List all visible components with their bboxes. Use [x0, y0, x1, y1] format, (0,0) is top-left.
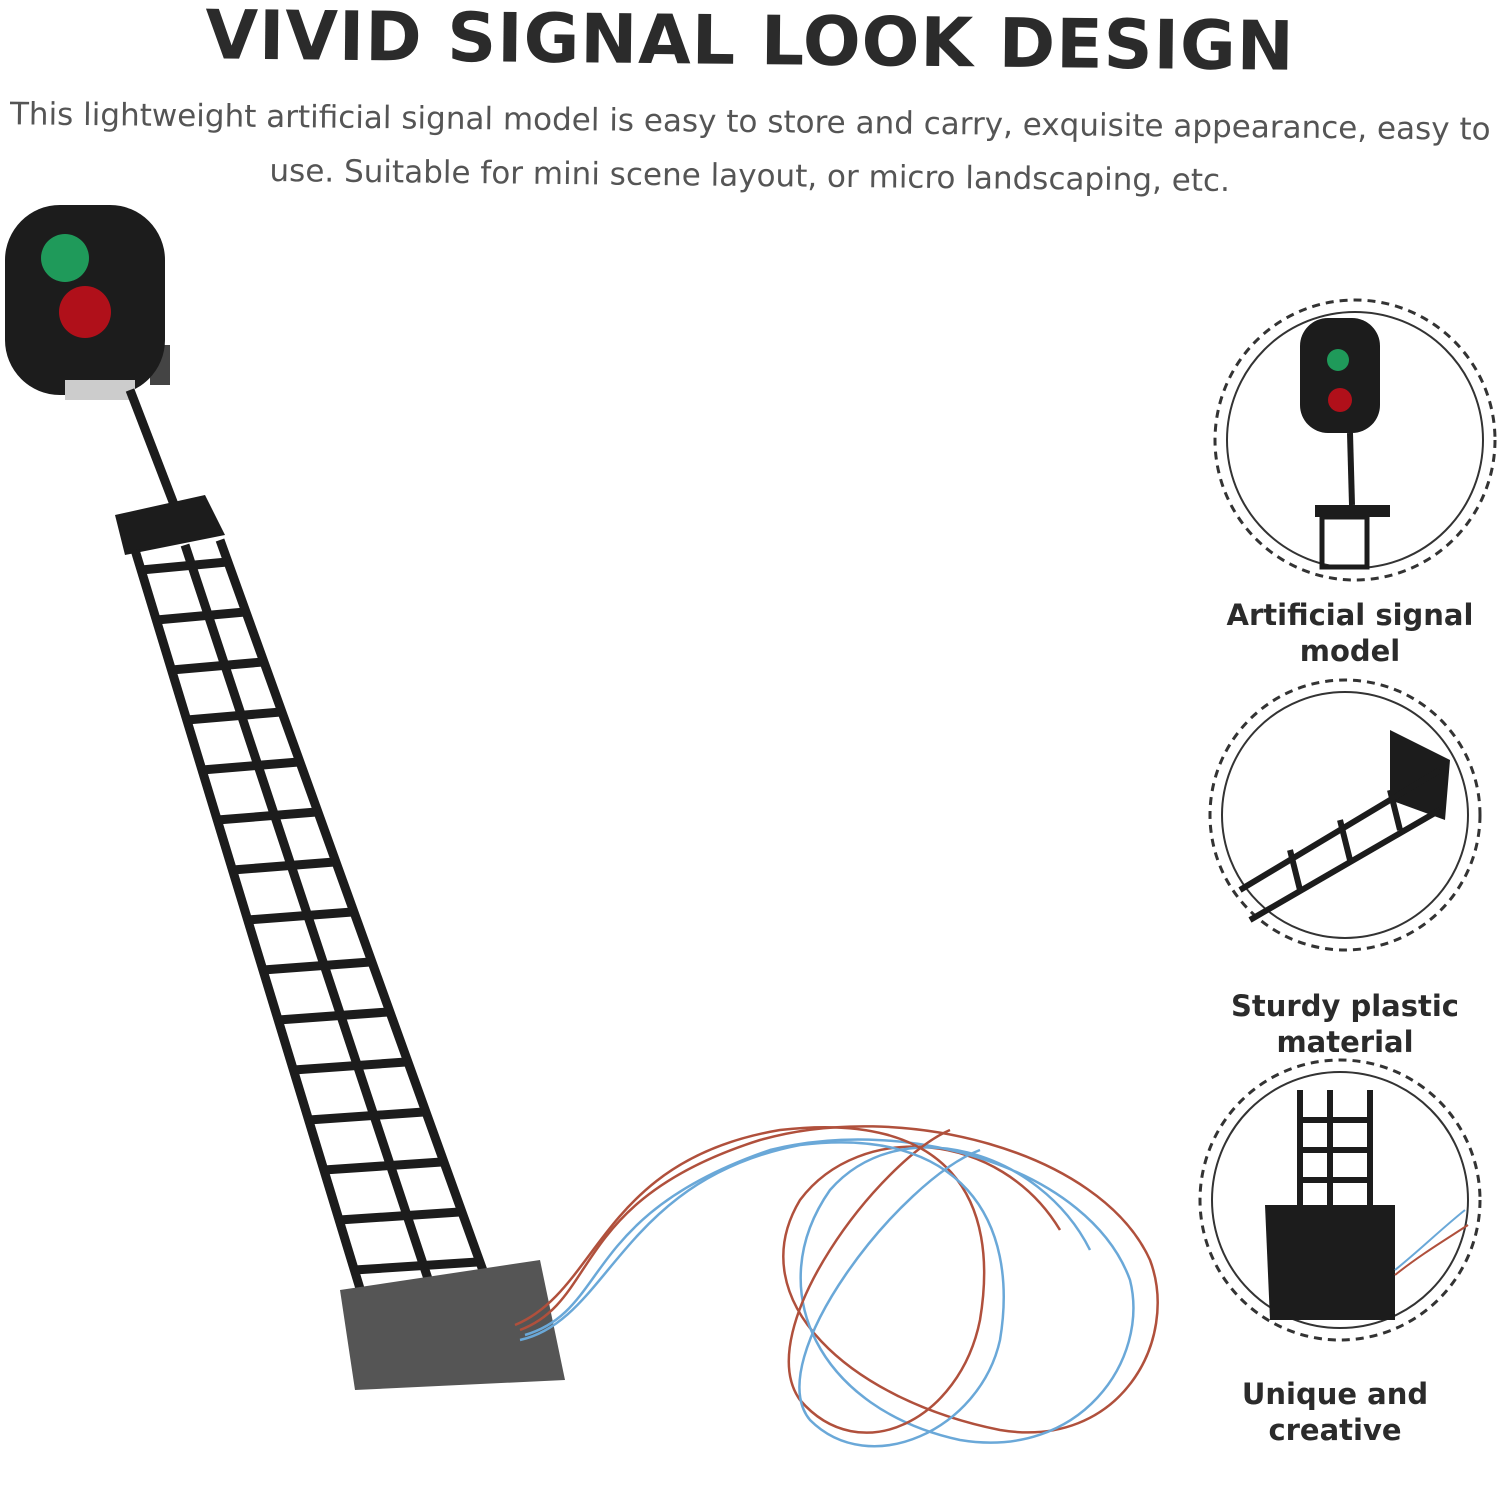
signal-head — [5, 205, 170, 400]
collar — [115, 495, 225, 555]
detail-circle-base — [1198, 1058, 1482, 1342]
lattice-rung — [247, 907, 353, 925]
lattice-mast — [130, 538, 495, 1307]
lattice-rung — [308, 1107, 425, 1125]
lattice-rung — [186, 707, 282, 725]
lattice-rung — [293, 1057, 407, 1075]
detail-circle-signal-head — [1213, 298, 1497, 582]
detail-circle-lattice — [1208, 678, 1482, 952]
wires — [514, 1125, 1159, 1448]
lattice-rung — [262, 957, 371, 975]
green-light — [41, 234, 89, 282]
feature-label-1: Artificial signal model — [1226, 598, 1474, 668]
lattice-rung — [155, 607, 246, 625]
red-light — [59, 286, 111, 338]
lattice-rung — [216, 807, 317, 825]
lattice-rung — [277, 1007, 389, 1025]
lattice-rung — [338, 1207, 460, 1225]
lattice-rung — [171, 657, 264, 675]
base-plate — [340, 1260, 565, 1390]
lattice-rung — [354, 1257, 478, 1275]
lattice-rung — [323, 1157, 443, 1175]
pole — [125, 388, 185, 522]
feature-label-2: Sturdy plastic material — [1231, 989, 1459, 1059]
lattice-rung — [140, 557, 228, 575]
feature-label-3: Unique and creative — [1241, 1377, 1429, 1447]
lattice-rung — [201, 757, 300, 775]
lattice-rung — [232, 857, 335, 875]
